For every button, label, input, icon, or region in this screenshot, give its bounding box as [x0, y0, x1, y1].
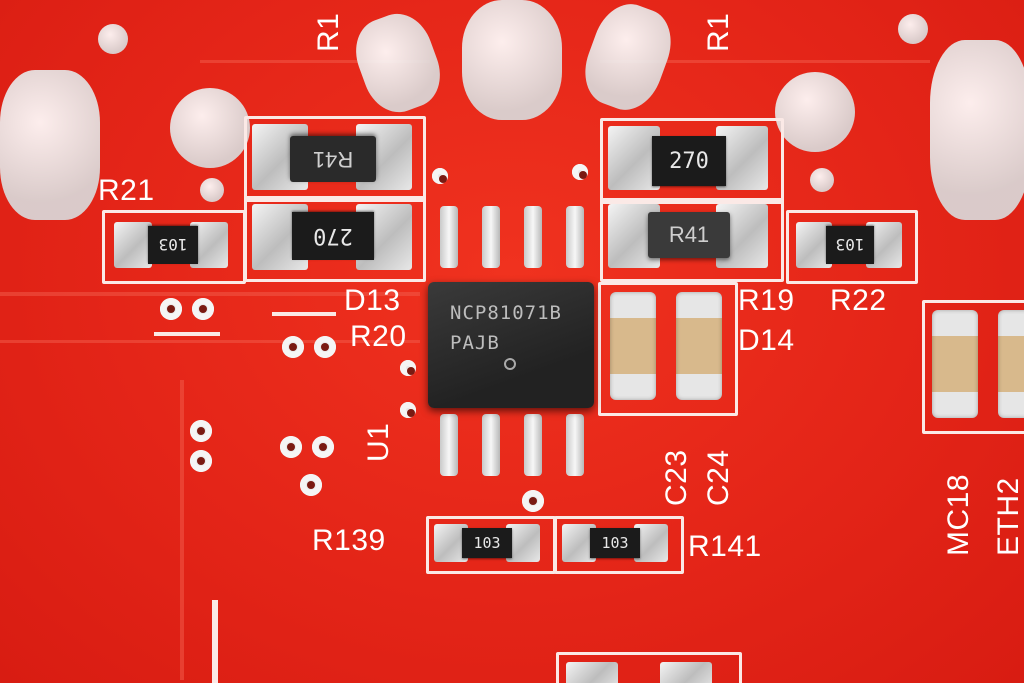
ic-pin	[482, 414, 500, 476]
resistor-r22: 103	[826, 226, 874, 264]
label-mc18: MC18	[942, 473, 975, 556]
copper-trace	[0, 292, 420, 296]
via	[522, 490, 544, 512]
footprint-outline	[600, 118, 784, 204]
ic-pin	[566, 206, 584, 268]
label-r21: R21	[98, 174, 155, 207]
footprint-outline	[554, 516, 684, 574]
silk-line	[154, 332, 220, 336]
via	[190, 420, 212, 442]
label-c23: C23	[660, 449, 693, 506]
via	[300, 474, 322, 496]
solder-blob	[345, 4, 451, 122]
label-r1-left: R1	[312, 12, 345, 52]
copper-trace	[200, 60, 430, 63]
solder-blob	[170, 88, 250, 168]
via	[314, 336, 336, 358]
resistor-270-right: 270	[652, 136, 726, 186]
solder-blob	[574, 0, 682, 119]
label-r1-right: R1	[702, 12, 735, 52]
solder-blob	[200, 178, 224, 202]
solder-pad	[608, 126, 660, 190]
footprint-outline	[102, 210, 246, 284]
resistor-r139: 103	[462, 528, 512, 558]
via	[432, 168, 448, 184]
solder-blob	[462, 0, 562, 120]
solder-pad	[114, 222, 152, 268]
footprint-outline	[922, 300, 1024, 434]
pin1-marker-icon	[504, 358, 516, 370]
via	[282, 336, 304, 358]
resistor-r21: 103	[148, 226, 198, 264]
silk-line	[212, 600, 218, 683]
solder-pad	[566, 662, 618, 683]
copper-trace	[180, 380, 184, 680]
diode-r41-left: R41	[290, 136, 376, 182]
label-r19: R19	[738, 284, 795, 317]
solder-blob	[930, 40, 1024, 220]
label-eth2: ETH2	[992, 477, 1024, 556]
label-r20: R20	[350, 320, 407, 353]
via	[190, 450, 212, 472]
solder-blob	[898, 14, 928, 44]
via	[400, 360, 416, 376]
ic-pin	[566, 414, 584, 476]
solder-pad	[660, 662, 712, 683]
via	[192, 298, 214, 320]
footprint-outline	[556, 652, 742, 683]
solder-blob	[98, 24, 128, 54]
resistor-r141: 103	[590, 528, 640, 558]
chip-part-number: NCP81071B	[450, 302, 562, 324]
capacitor-mc18	[932, 310, 978, 418]
footprint-outline	[598, 282, 738, 416]
via	[312, 436, 334, 458]
ic-pin	[524, 414, 542, 476]
ic-chip-u1: NCP81071B PAJB	[428, 282, 594, 408]
ic-pin	[524, 206, 542, 268]
via	[280, 436, 302, 458]
ic-pin	[482, 206, 500, 268]
footprint-outline	[786, 210, 918, 284]
capacitor-eth2	[998, 310, 1024, 418]
ic-pin	[440, 414, 458, 476]
via	[160, 298, 182, 320]
footprint-outline	[600, 198, 784, 282]
label-c24: C24	[702, 449, 735, 506]
label-d14: D14	[738, 324, 795, 357]
footprint-outline	[244, 116, 426, 202]
solder-blob	[0, 70, 100, 220]
silk-line	[272, 312, 336, 316]
chip-date-code: PAJB	[450, 332, 500, 354]
label-u1: U1	[362, 422, 395, 462]
label-r139: R139	[312, 524, 386, 557]
label-r141: R141	[688, 530, 762, 563]
capacitor-c24	[676, 292, 722, 400]
label-r22: R22	[830, 284, 887, 317]
via	[400, 402, 416, 418]
solder-blob	[775, 72, 855, 152]
label-d13: D13	[344, 284, 401, 317]
diode-r41-right: R41	[648, 212, 730, 258]
copper-trace	[600, 60, 930, 63]
capacitor-c23	[610, 292, 656, 400]
copper-trace	[0, 340, 420, 343]
ic-pin	[440, 206, 458, 268]
solder-blob	[810, 168, 834, 192]
resistor-270-left: 270	[292, 212, 374, 260]
via	[572, 164, 588, 180]
